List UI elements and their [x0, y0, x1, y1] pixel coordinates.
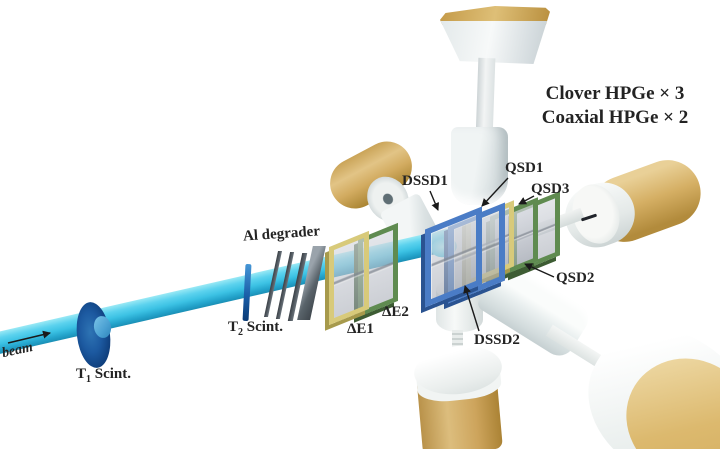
- clover-hpge-top-dewar: [440, 6, 550, 64]
- dssd1-label: DSSD1: [402, 173, 448, 189]
- qsd3-label: QSD3: [531, 181, 570, 197]
- de1-label: ΔE1: [347, 321, 374, 337]
- qsd1-label: QSD1: [505, 160, 544, 176]
- clover-hpge-count-label: Clover HPGe × 3: [545, 83, 685, 104]
- de1-detector-frame: [329, 230, 369, 326]
- hpge-dewar-body: [440, 21, 550, 64]
- hpge-gold-band: [440, 6, 550, 25]
- de2-label: ΔE2: [382, 304, 409, 320]
- qsd2-label: QSD2: [556, 270, 595, 286]
- t2-scint-label: T2 Scint.: [228, 319, 284, 338]
- hpge-array-label: Clover HPGe × 3 Coaxial HPGe × 2: [520, 82, 710, 130]
- al-degrader-label: Al degrader: [242, 223, 321, 245]
- clover-hpge-top-head: [451, 127, 508, 205]
- coaxial-hpge-count-label: Coaxial HPGe × 2: [541, 107, 689, 128]
- dssd2-label: DSSD2: [474, 332, 520, 348]
- coaxial-hpge-bottom-stem: [452, 330, 463, 356]
- dssd1-arrow: [429, 190, 439, 211]
- t1-scint-label: T1 Scint.: [76, 366, 132, 385]
